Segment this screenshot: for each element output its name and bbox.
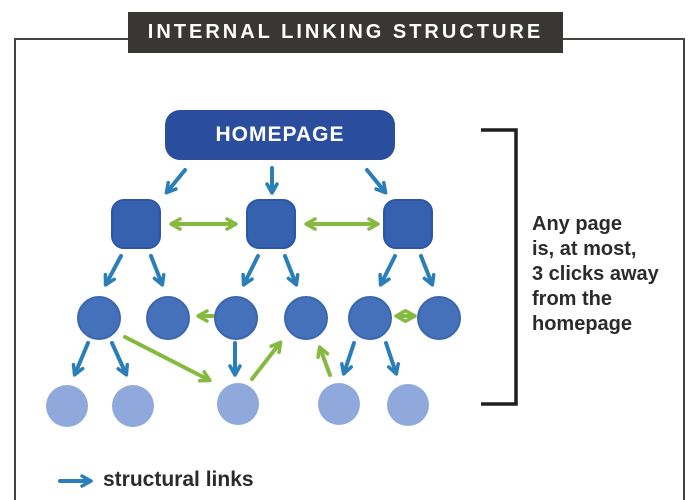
structural-link-arrow: [340, 341, 356, 376]
subpage-node: [348, 296, 392, 340]
deep-page-node: [318, 383, 360, 425]
structural-links-group: [71, 166, 436, 377]
homepage-node: HOMEPAGE: [165, 110, 395, 160]
structural-link-arrow: [378, 254, 397, 287]
category-node: [111, 199, 161, 249]
category-node: [246, 199, 296, 249]
annotation-text: Any page is, at most, 3 clicks away from…: [532, 213, 659, 335]
structural-link-arrow: [164, 168, 187, 195]
subpage-node: [284, 296, 328, 340]
deep-page-node: [46, 385, 88, 427]
category-node: [383, 199, 433, 249]
title-banner: INTERNAL LINKING STRUCTURE: [128, 12, 563, 53]
subpage-node: [77, 296, 121, 340]
deep-page-node: [217, 383, 259, 425]
structural-link-arrow: [241, 254, 260, 287]
deep-page-node: [387, 384, 429, 426]
page-title: INTERNAL LINKING STRUCTURE: [147, 21, 544, 43]
subpage-node: [146, 296, 190, 340]
homepage-label: HOMEPAGE: [215, 123, 345, 146]
structural-link-arrow: [283, 254, 300, 287]
category-nodes-group: [111, 199, 433, 249]
deep-page-nodes-group: [46, 383, 429, 427]
structural-link-arrow: [110, 341, 130, 377]
structural-link-arrow: [419, 254, 436, 287]
structural-link-arrow: [384, 341, 400, 376]
legend-structural-links-label: structural links: [103, 468, 254, 491]
structural-link-arrow: [365, 168, 388, 195]
cross-link-arrow: [123, 335, 212, 383]
cross-link-arrow: [250, 340, 283, 381]
subpage-node: [214, 296, 258, 340]
subpage-nodes-group: [77, 296, 461, 340]
bracket: [481, 128, 518, 406]
cross-links-group: [123, 217, 417, 383]
structural-link-arrow: [149, 254, 166, 287]
structural-link-arrow: [103, 254, 123, 287]
subpage-node: [417, 296, 461, 340]
cross-link-arrow: [316, 345, 332, 377]
deep-page-node: [112, 385, 154, 427]
structural-link-arrow: [71, 341, 90, 377]
